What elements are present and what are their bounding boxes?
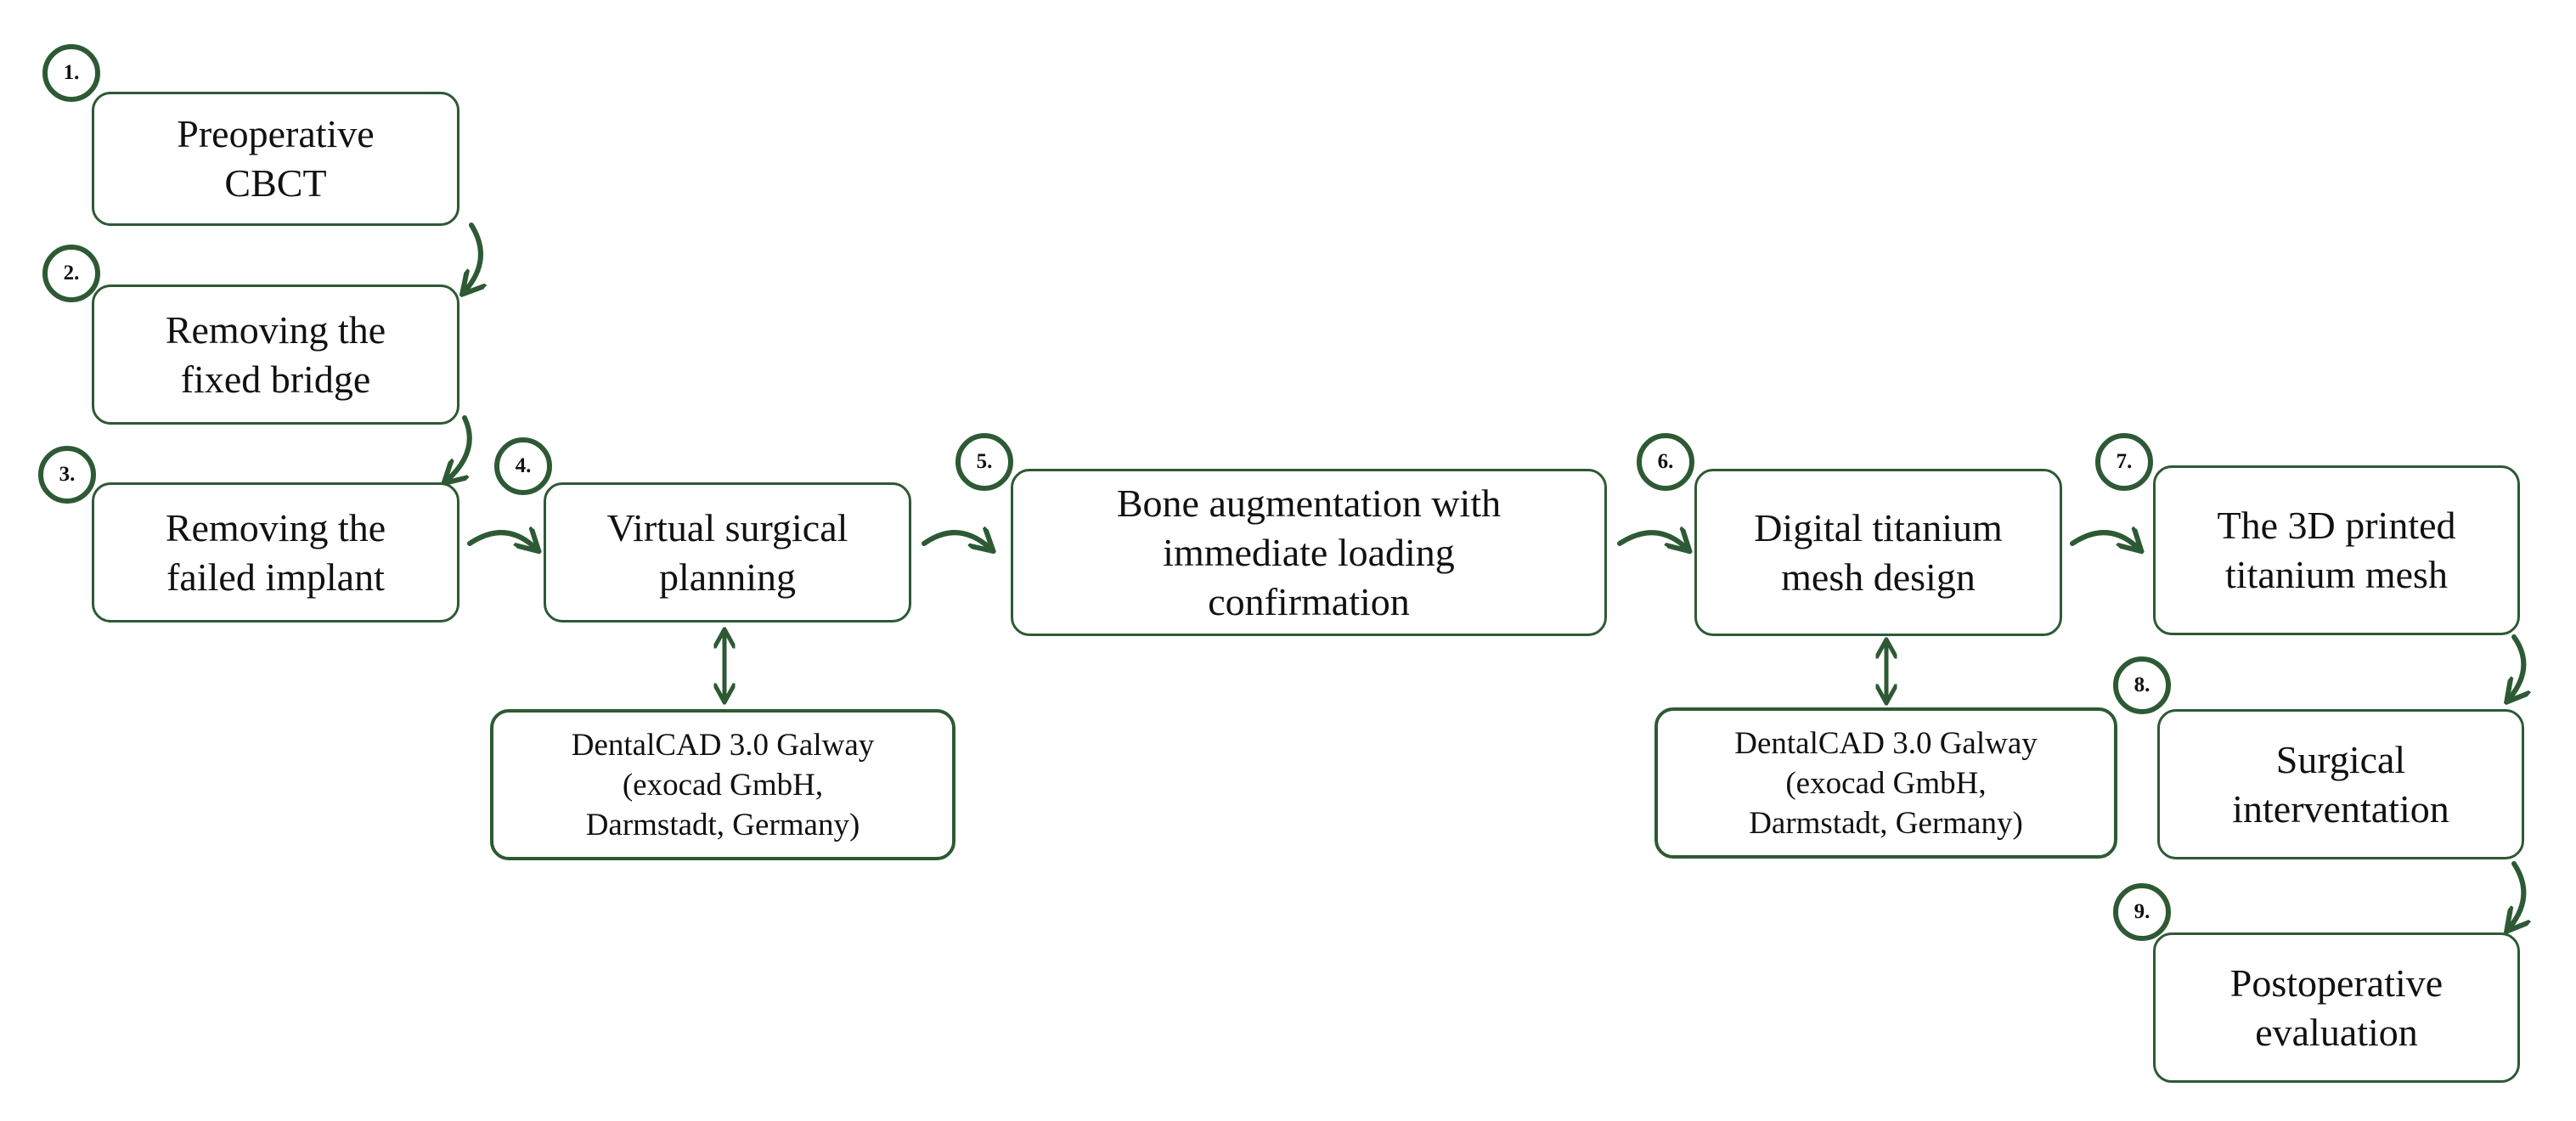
software-box-1: DentalCAD 3.0 Galway (exocad GmbH, Darms…	[490, 709, 955, 860]
step-2-badge: 2.	[42, 245, 100, 302]
step-9-box: Postoperative evaluation	[2153, 932, 2520, 1083]
step-3-badge: 3.	[38, 446, 96, 504]
arrow-7-to-8	[2510, 634, 2523, 698]
step-7-badge: 7.	[2095, 433, 2153, 491]
step-5-badge: 5.	[955, 433, 1013, 491]
step-1-box: Preoperative CBCT	[92, 92, 459, 226]
software-1-label: DentalCAD 3.0 Galway (exocad GmbH, Darms…	[571, 727, 875, 842]
step-9-label: Postoperative evaluation	[2229, 960, 2444, 1054]
step-5-label: Bone augmentation with immediate loading…	[1116, 481, 1502, 623]
arrow-8-to-9	[2510, 861, 2523, 927]
step-3-number: 3.	[59, 463, 76, 486]
step-9-number: 9.	[2134, 900, 2150, 923]
arrow-5-to-6	[1617, 532, 1686, 548]
step-8-label: Surgical interventation	[2232, 737, 2449, 831]
arrow-4-to-5	[922, 532, 989, 548]
step-7-box: The 3D printed titanium mesh	[2153, 465, 2520, 635]
step-8-box: Surgical interventation	[2157, 709, 2524, 859]
step-1-badge: 1.	[42, 44, 100, 102]
step-4-label: Virtual surgical planning	[606, 505, 848, 599]
step-8-badge: 8.	[2113, 656, 2171, 714]
step-3-box: Removing the failed implant	[92, 482, 459, 622]
arrow-6-to-7	[2070, 532, 2138, 548]
step-6-badge: 6.	[1637, 433, 1694, 491]
arrow-1-to-2	[465, 223, 481, 290]
step-2-box: Removing the fixed bridge	[92, 284, 459, 425]
step-6-label: Digital titanium mesh design	[1754, 505, 2003, 599]
arrow-3-to-4	[467, 532, 535, 548]
step-3-label: Removing the failed implant	[165, 505, 386, 599]
step-1-number: 1.	[63, 61, 80, 84]
step-9-badge: 9.	[2113, 883, 2171, 941]
software-2-label: DentalCAD 3.0 Galway (exocad GmbH, Darms…	[1734, 725, 2038, 841]
step-6-number: 6.	[1657, 450, 1674, 473]
step-4-badge: 4.	[494, 437, 552, 495]
step-2-label: Removing the fixed bridge	[165, 307, 386, 401]
step-1-label: Preoperative CBCT	[177, 112, 375, 205]
step-7-number: 7.	[2116, 450, 2133, 473]
step-4-box: Virtual surgical planning	[544, 482, 911, 622]
step-7-label: The 3D printed titanium mesh	[2217, 504, 2456, 596]
step-6-box: Digital titanium mesh design	[1694, 469, 2062, 636]
software-box-2: DentalCAD 3.0 Galway (exocad GmbH, Darms…	[1654, 707, 2117, 859]
step-5-box: Bone augmentation with immediate loading…	[1011, 469, 1607, 636]
step-4-number: 4.	[515, 454, 532, 477]
step-2-number: 2.	[63, 262, 80, 284]
arrow-2-to-3	[448, 415, 472, 480]
step-8-number: 8.	[2134, 673, 2150, 696]
step-5-number: 5.	[976, 450, 993, 473]
